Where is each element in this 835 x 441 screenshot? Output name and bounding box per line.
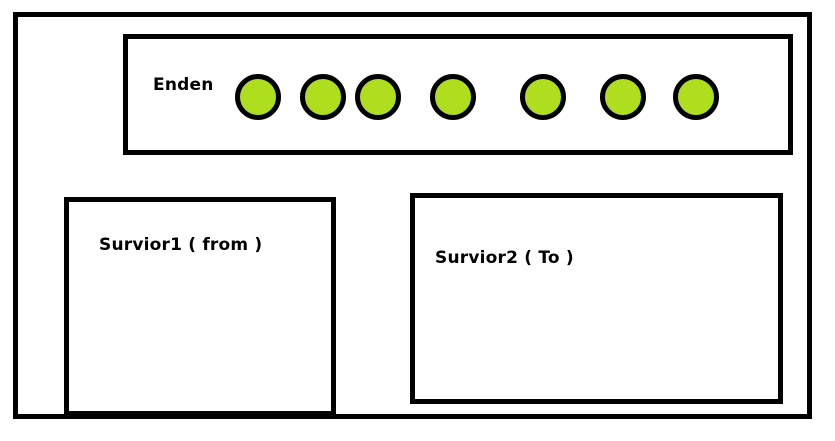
node-circle-6[interactable] [600, 74, 646, 120]
survivor1-label: Survior1 ( from ) [99, 235, 263, 255]
survivor2-label: Survior2 ( To ) [435, 248, 574, 268]
node-row [128, 39, 788, 150]
node-circle-3[interactable] [355, 74, 401, 120]
outer-frame [13, 12, 812, 419]
node-circle-5[interactable] [520, 74, 566, 120]
survivor2-box: Survior2 ( To ) [410, 193, 783, 404]
node-circle-7[interactable] [673, 74, 719, 120]
enden-label: Enden [153, 75, 214, 95]
survivor1-box: Survior1 ( from ) [64, 197, 336, 416]
node-circle-2[interactable] [300, 74, 346, 120]
node-circle-4[interactable] [430, 74, 476, 120]
node-circle-1[interactable] [235, 74, 281, 120]
enden-panel: Enden [123, 34, 793, 155]
